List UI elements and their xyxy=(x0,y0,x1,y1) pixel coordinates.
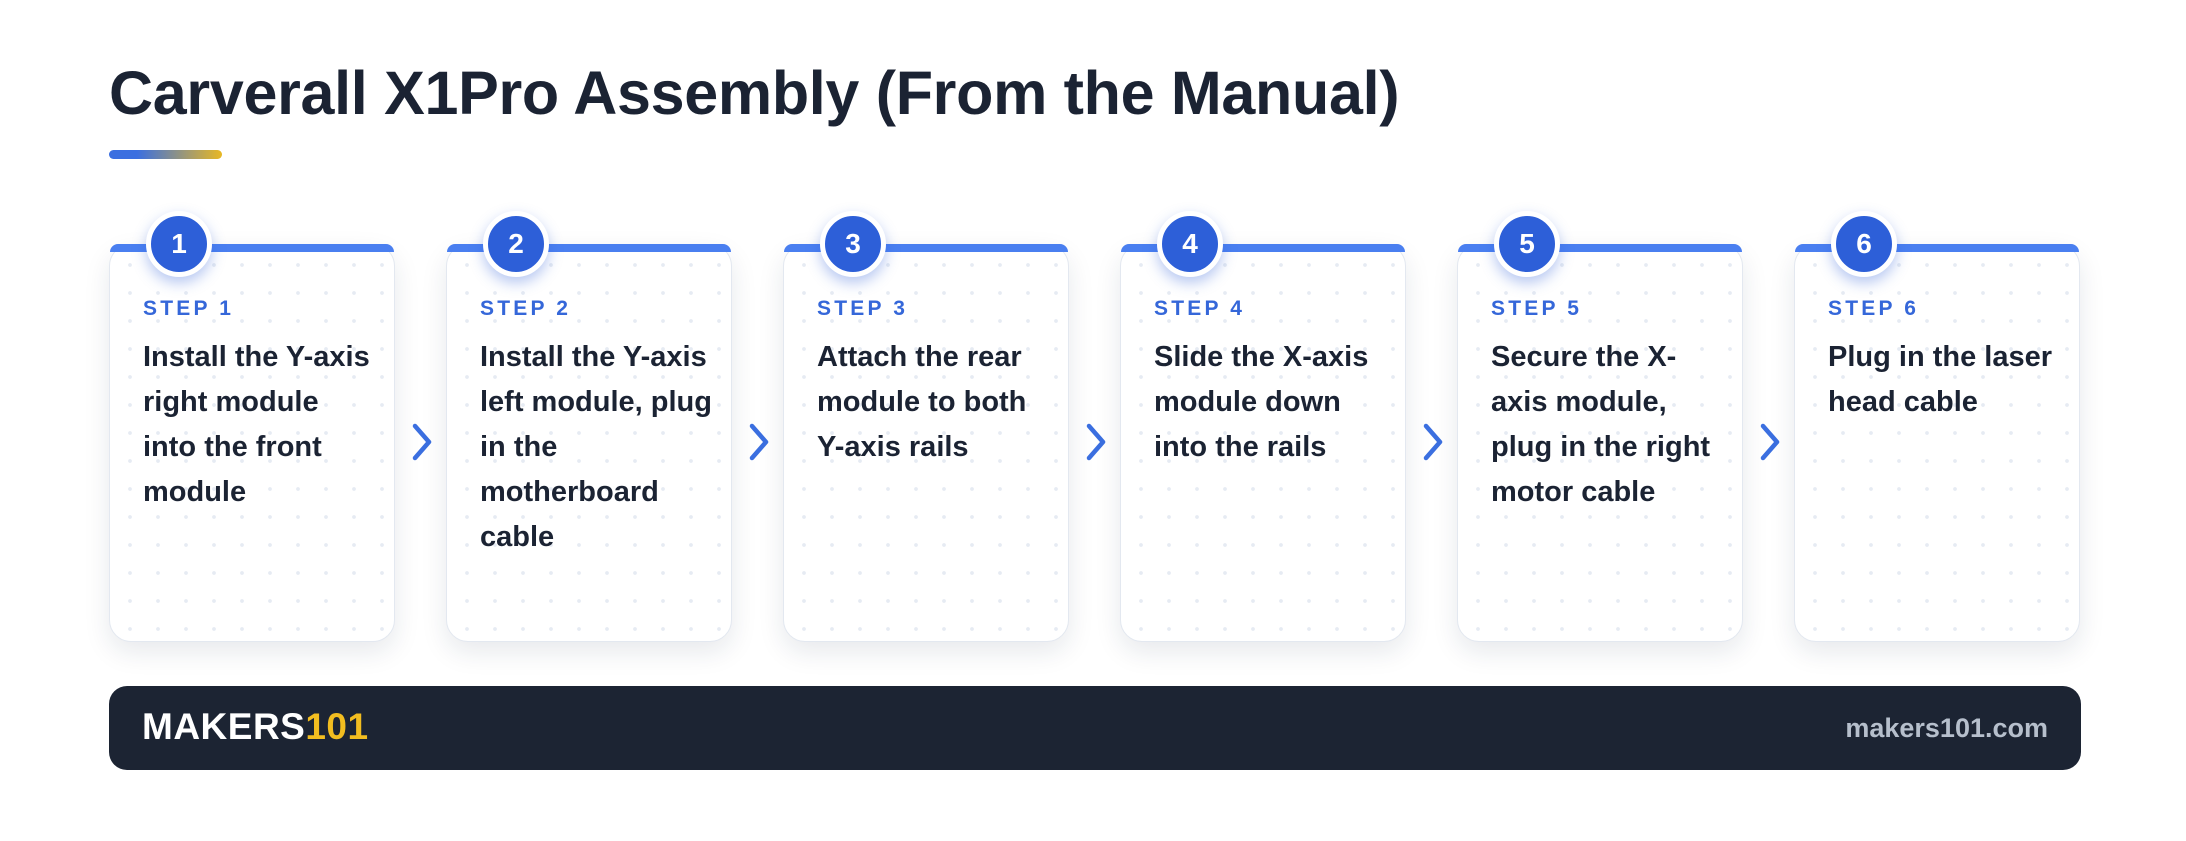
step-number-badge: 6 xyxy=(1831,211,1897,277)
chevron-right-icon xyxy=(749,423,769,461)
website-link[interactable]: makers101.com xyxy=(1845,713,2048,743)
chevron-right-icon xyxy=(1086,423,1106,461)
step-description: Slide the X-axis module down into the ra… xyxy=(1154,341,1369,463)
steps-row: 1 STEP 1 Install the Y-axis right module… xyxy=(109,211,2081,642)
step-description: Plug in the laser head cable xyxy=(1828,341,2052,418)
chevron-right-icon xyxy=(1423,423,1443,461)
step-card: 6 STEP 6 Plug in the laser head cable xyxy=(1794,211,2080,642)
chevron-right-icon xyxy=(1760,423,1780,461)
step-label: STEP 2 xyxy=(480,297,572,320)
step-description: Attach the rear module to both Y-axis ra… xyxy=(817,341,1027,463)
step-label: STEP 4 xyxy=(1154,297,1246,320)
step-number-badge: 1 xyxy=(146,211,212,277)
title-underline xyxy=(109,150,222,159)
step-label: STEP 3 xyxy=(817,297,909,320)
page-title: Carverall X1Pro Assembly (From the Manua… xyxy=(109,59,1400,127)
step-card: 5 STEP 5 Secure the X-axis module, plug … xyxy=(1457,211,1743,642)
chevron-right-icon xyxy=(412,423,432,461)
brand-accent: 101 xyxy=(305,706,369,747)
step-number-badge: 4 xyxy=(1157,211,1223,277)
card-top-bar xyxy=(1121,244,1405,252)
brand-logo: MAKERS101 xyxy=(142,706,369,748)
card-top-bar xyxy=(447,244,731,252)
step-card: 3 STEP 3 Attach the rear module to both … xyxy=(783,211,1069,642)
card-top-bar xyxy=(1795,244,2079,252)
step-card: 4 STEP 4 Slide the X-axis module down in… xyxy=(1120,211,1406,642)
footer-bar: MAKERS101 makers101.com xyxy=(109,686,2081,770)
step-label: STEP 5 xyxy=(1491,297,1583,320)
step-label: STEP 1 xyxy=(143,297,235,320)
step-number-badge: 2 xyxy=(483,211,549,277)
brand-name: MAKERS xyxy=(142,706,306,747)
step-description: Install the Y-axis left module, plug in … xyxy=(480,341,712,553)
step-card: 2 STEP 2 Install the Y-axis left module,… xyxy=(446,211,732,642)
step-label: STEP 6 xyxy=(1828,297,1920,320)
step-card: 1 STEP 1 Install the Y-axis right module… xyxy=(109,211,395,642)
step-description: Secure the X-axis module, plug in the ri… xyxy=(1491,341,1711,508)
step-description: Install the Y-axis right module into the… xyxy=(143,341,370,508)
step-number-badge: 3 xyxy=(820,211,886,277)
card-top-bar xyxy=(784,244,1068,252)
step-number-badge: 5 xyxy=(1494,211,1560,277)
card-top-bar xyxy=(1458,244,1742,252)
card-top-bar xyxy=(110,244,394,252)
